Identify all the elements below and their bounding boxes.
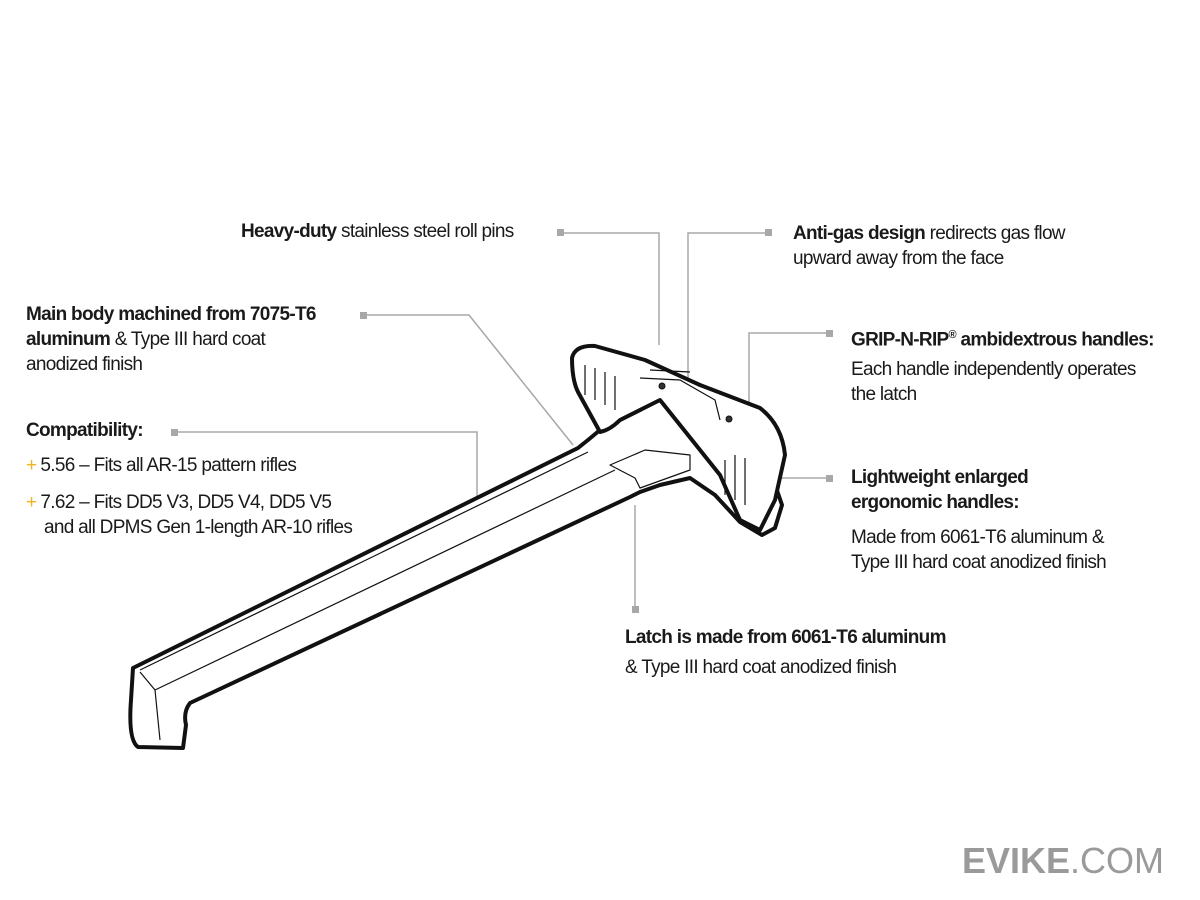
compatibility-item: +7.62 – Fits DD5 V3, DD5 V4, DD5 V5 and … xyxy=(26,490,353,540)
compatibility-title: Compatibility: xyxy=(26,420,144,441)
leader-markers xyxy=(171,229,833,613)
charging-handle xyxy=(128,343,787,750)
compatibility-item-text: 7.62 – Fits DD5 V3, DD5 V4, DD5 V5 xyxy=(40,492,332,513)
callout-bold: Anti-gas design xyxy=(793,223,926,244)
callout-lightweight: Lightweight enlarged ergonomic handles: xyxy=(851,465,1029,515)
callout-bold: aluminum xyxy=(26,329,111,350)
callout-bold: Lightweight enlarged xyxy=(851,467,1029,488)
callout-bold: Heavy-duty xyxy=(241,221,337,242)
registered-mark: ® xyxy=(948,329,957,341)
callout-grip-n-rip: GRIP-N-RIP® ambidextrous handles: xyxy=(851,323,1154,352)
callout-grip-n-rip-desc: Each handle independently operates the l… xyxy=(851,357,1136,407)
callout-text: Type III hard coat anodized finish xyxy=(851,552,1107,573)
callout-bold: ergonomic handles: xyxy=(851,492,1020,513)
callout-latch-desc: & Type III hard coat anodized finish xyxy=(625,655,897,680)
callout-lightweight-desc: Made from 6061-T6 aluminum & Type III ha… xyxy=(851,525,1107,575)
callout-bold: Latch is made from 6061-T6 aluminum xyxy=(625,627,946,648)
callout-text: Made from 6061-T6 aluminum & xyxy=(851,527,1105,548)
callout-main-body: Main body machined from 7075-T6 aluminum… xyxy=(26,302,316,377)
compatibility-item-text: and all DPMS Gen 1-length AR-10 rifles xyxy=(44,517,353,538)
compatibility-item-text: 5.56 – Fits all AR-15 pattern rifles xyxy=(40,455,297,476)
callout-text: Each handle independently operates xyxy=(851,359,1136,380)
compatibility-item: +5.56 – Fits all AR-15 pattern rifles xyxy=(26,453,297,478)
callout-text: upward away from the face xyxy=(793,248,1004,269)
callout-anti-gas: Anti-gas design redirects gas flow upwar… xyxy=(793,221,1066,271)
callout-text: & Type III hard coat xyxy=(110,329,266,350)
plus-icon: + xyxy=(26,455,37,476)
callout-text: stainless steel roll pins xyxy=(336,221,514,242)
callout-roll-pins: Heavy-duty stainless steel roll pins xyxy=(241,219,514,244)
callout-text: & Type III hard coat anodized finish xyxy=(625,657,897,678)
callout-bold: GRIP-N-RIP xyxy=(851,329,949,351)
callout-text: anodized finish xyxy=(26,354,143,375)
evike-logo: EVIKE.COM xyxy=(962,840,1164,882)
callout-bold: ambidextrous handles: xyxy=(955,329,1155,351)
callout-compatibility: Compatibility: xyxy=(26,418,144,443)
callout-text: redirects gas flow xyxy=(925,223,1066,244)
callout-latch: Latch is made from 6061-T6 aluminum xyxy=(625,625,946,650)
callout-text: the latch xyxy=(851,384,917,405)
plus-icon: + xyxy=(26,492,37,513)
logo-bold: EVIKE xyxy=(962,840,1071,881)
callout-bold: Main body machined from 7075-T6 xyxy=(26,304,316,325)
leader-lines xyxy=(174,232,829,610)
logo-rest: .COM xyxy=(1070,840,1165,881)
